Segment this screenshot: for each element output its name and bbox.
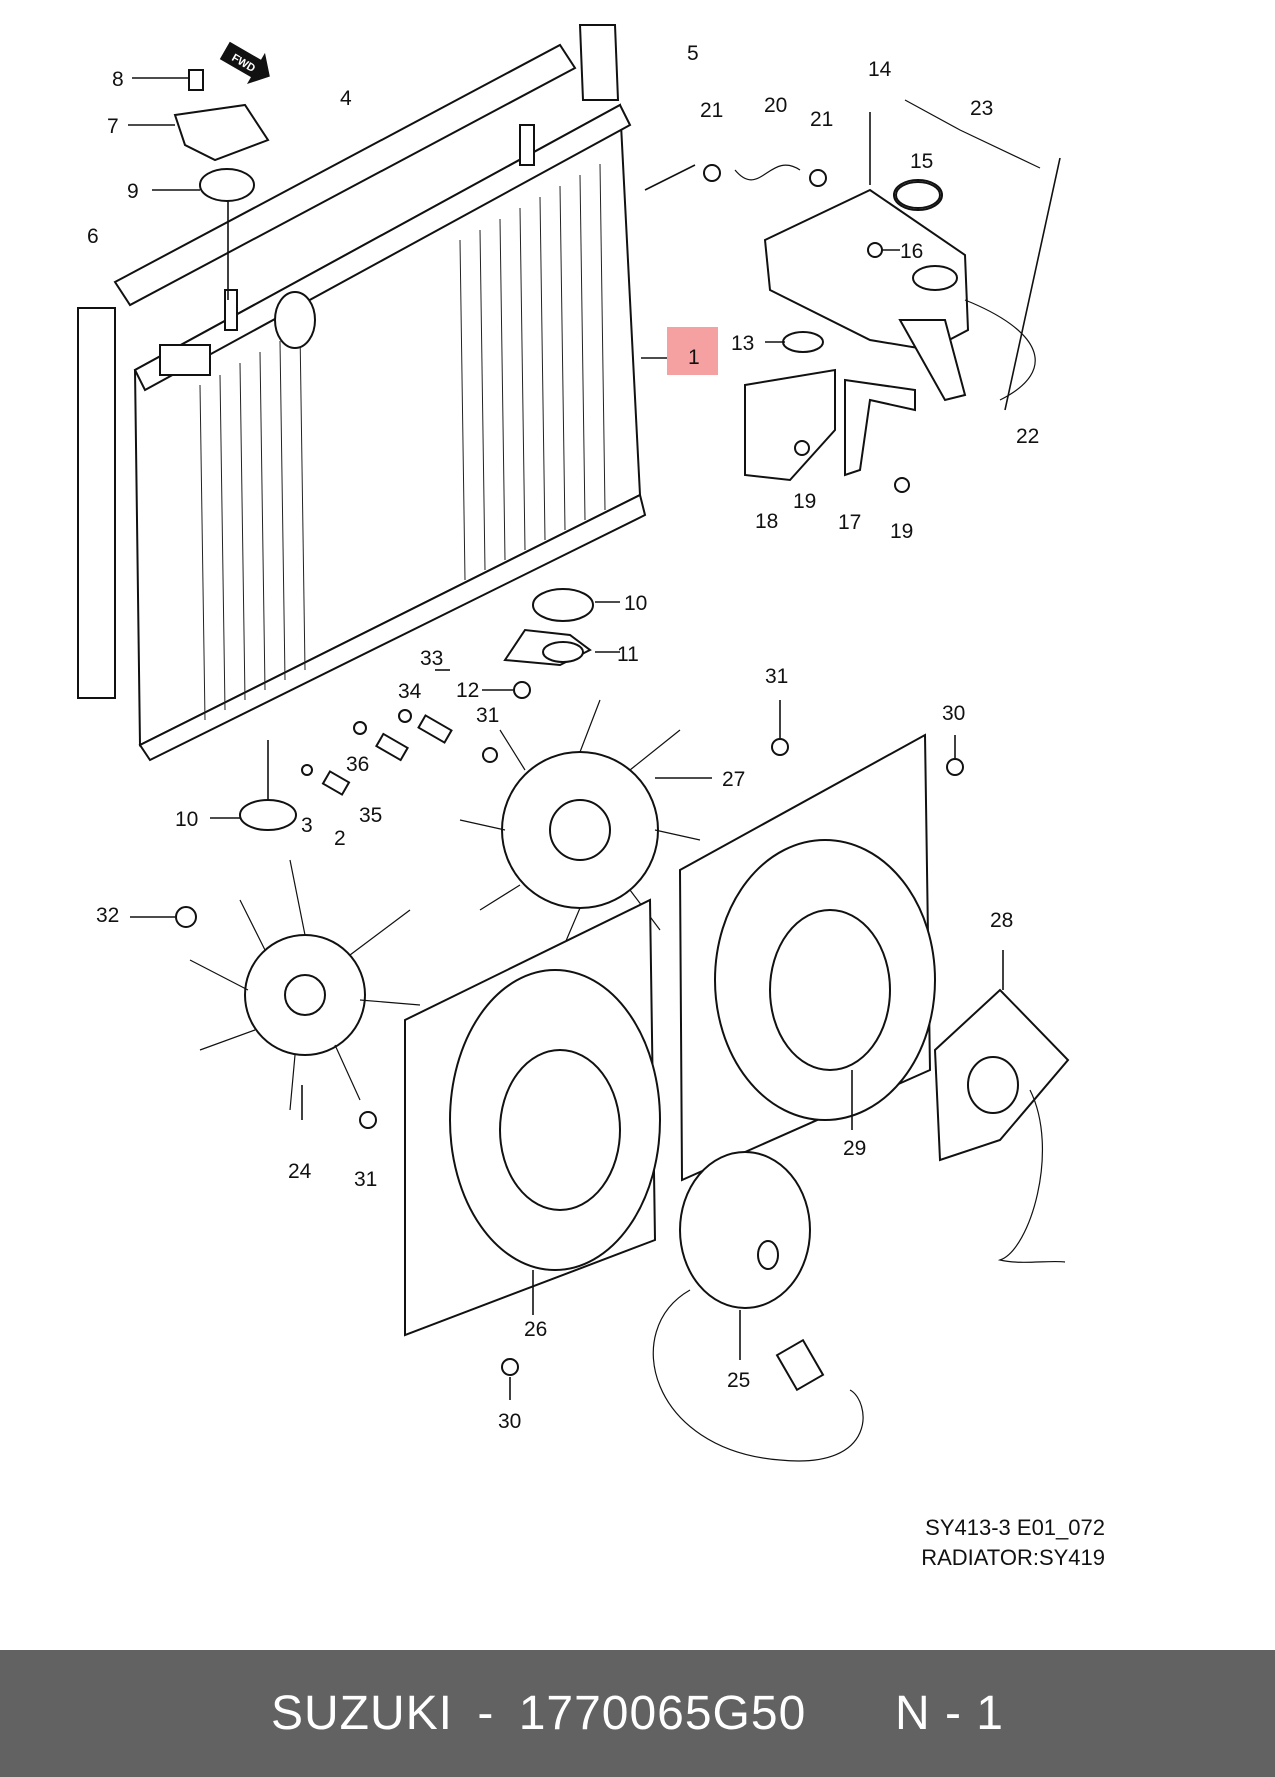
fwd-arrow-icon: FWD [219, 41, 270, 85]
radiator-left-seal [77, 307, 116, 699]
callout-31-a: 31 [765, 665, 788, 688]
callout-14: 14 [868, 58, 892, 81]
callout-7: 7 [107, 115, 119, 138]
callout-25: 25 [727, 1369, 750, 1392]
callout-18: 18 [755, 510, 778, 533]
callout-16: 16 [900, 240, 923, 263]
fan-motor-part-28 [933, 950, 1070, 1263]
footer-position: N - 1 [894, 1687, 1004, 1740]
callout-17: 17 [838, 511, 861, 534]
hose-part-20 [734, 164, 801, 181]
bolt-part-31-c [359, 1111, 377, 1129]
fan-shroud-part-29 [678, 733, 936, 1182]
sensor-part-2 [321, 770, 351, 796]
callout-32: 32 [96, 904, 119, 927]
callout-30-b: 30 [498, 1410, 521, 1433]
radiator-core [133, 103, 647, 762]
callout-10-left: 10 [175, 808, 198, 831]
callout-23: 23 [970, 97, 993, 120]
fan-blade-part-27 [459, 699, 712, 956]
callout-22: 22 [1016, 425, 1039, 448]
bolt-part-16 [867, 242, 900, 258]
callout-27: 27 [722, 768, 745, 791]
bolt-part-8 [132, 69, 204, 91]
sensor-part-33 [417, 669, 453, 744]
grommet-part-10-left [210, 740, 297, 831]
grommet-part-9 [152, 168, 255, 300]
oring-part-34 [398, 709, 412, 723]
highlight-callout-box [667, 327, 718, 375]
callout-36: 36 [346, 753, 369, 776]
diagram-code: SY413-3 E01_072 RADIATOR:SY419 [921, 1513, 1105, 1573]
sensor-part-35 [375, 732, 409, 762]
bracket-part-18 [744, 368, 836, 482]
bracket-part-17 [844, 378, 916, 477]
callout-19-a: 19 [793, 490, 816, 513]
callout-6: 6 [87, 225, 99, 248]
callout-19-b: 19 [890, 520, 913, 543]
bolt-part-30-top [946, 735, 964, 776]
footer-part-number: 1770065G50 [518, 1687, 807, 1740]
bolt-part-31-b [482, 747, 498, 763]
callout-26: 26 [524, 1318, 547, 1341]
callout-21-a: 21 [700, 99, 723, 122]
callout-13: 13 [731, 332, 754, 355]
clamp-part-21-b [809, 169, 827, 187]
callout-30-a: 30 [942, 702, 965, 725]
callout-12: 12 [456, 679, 479, 702]
bolt-part-31-a [771, 700, 789, 756]
footer-brand: SUZUKI [271, 1687, 454, 1740]
oring-part-36 [353, 721, 367, 735]
footer-bar: SUZUKI - 1770065G50 N - 1 [0, 1650, 1275, 1777]
hose-part-22 [964, 299, 1036, 401]
callout-11: 11 [617, 643, 639, 666]
callout-3: 3 [301, 814, 313, 837]
callout-29: 29 [843, 1137, 866, 1160]
fan-blade-part-24 [189, 859, 421, 1120]
bolt-part-19-b [894, 477, 910, 493]
clamp-part-21-a [703, 164, 721, 182]
bolt-part-30-bottom [501, 1358, 519, 1400]
bolt-part-19-a [794, 440, 810, 456]
radiator-top-seal [113, 43, 577, 307]
grommet-part-13 [765, 331, 824, 353]
footer-separator: - [477, 1687, 495, 1740]
callout-28: 28 [990, 909, 1013, 932]
bolt-part-12 [482, 681, 531, 699]
reservoir-tank [763, 179, 970, 402]
footer-text: SUZUKI - 1770065G50 N - 1 [271, 1686, 1004, 1741]
callout-1: 1 [688, 346, 700, 369]
callout-21-b: 21 [810, 108, 833, 131]
callout-10-right: 10 [624, 592, 647, 615]
callout-33: 33 [420, 647, 443, 670]
fan-shroud-part-26 [404, 898, 661, 1337]
parts-diagram: FWD [77, 24, 1070, 1462]
callout-20: 20 [764, 94, 787, 117]
callout-15: 15 [910, 150, 933, 173]
mount-part-11 [503, 628, 620, 667]
radiator-side-post [578, 24, 620, 101]
callout-2: 2 [334, 827, 346, 850]
grommet-part-10-right [532, 588, 620, 622]
callout-31-c: 31 [354, 1168, 377, 1191]
fan-motor-part-25 [652, 1151, 864, 1462]
bracket-part-7 [128, 103, 270, 162]
callout-9: 9 [127, 180, 139, 203]
callout-8: 8 [112, 68, 124, 91]
oring-part-3 [301, 764, 313, 776]
diagram-code-line2: RADIATOR:SY419 [921, 1545, 1105, 1570]
callout-35: 35 [359, 804, 382, 827]
callout-31-b: 31 [476, 704, 499, 727]
diagram-code-line1: SY413-3 E01_072 [925, 1515, 1105, 1540]
nut-part-32 [130, 906, 197, 928]
callout-34: 34 [398, 680, 422, 703]
hose-part-23 [904, 99, 1041, 169]
callout-24: 24 [288, 1160, 312, 1183]
callout-5: 5 [687, 42, 699, 65]
callout-4: 4 [340, 87, 352, 110]
cap-part-15 [895, 181, 941, 209]
